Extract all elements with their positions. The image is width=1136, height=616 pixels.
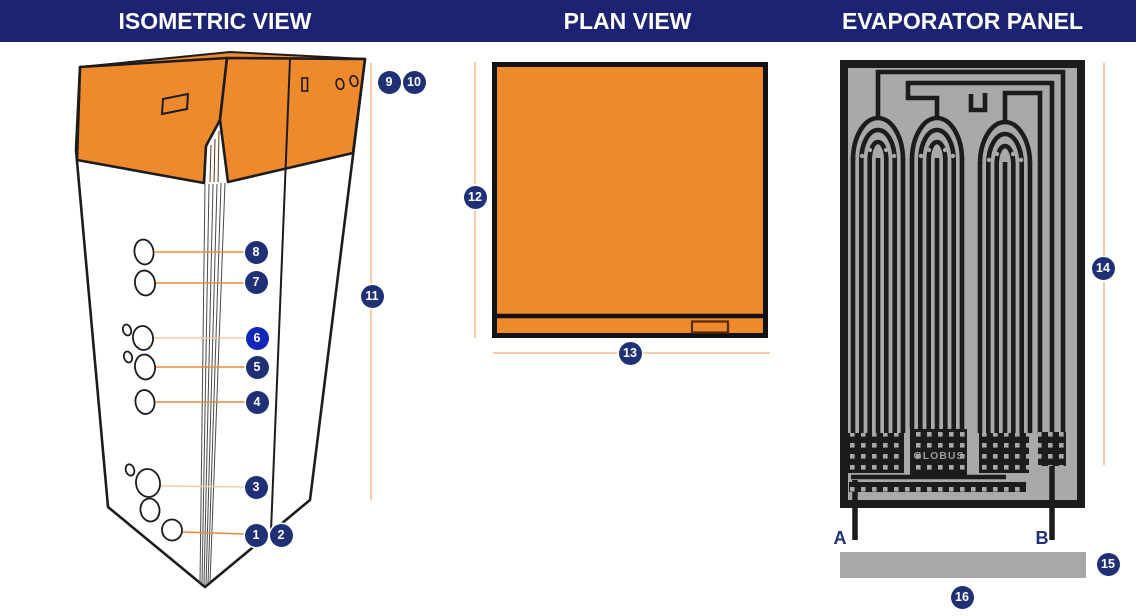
hood-creases	[209, 130, 220, 183]
tube-cluster-middle	[905, 80, 1055, 434]
cabinet-hood-left	[75, 56, 229, 185]
callout-badge-1: 1	[244, 523, 268, 547]
tube-clusters	[850, 69, 1066, 540]
callout-badge-6: 6	[245, 326, 269, 350]
port-a-label: A	[834, 528, 847, 548]
plan-view-drawing	[474, 62, 770, 354]
tube-cluster-left	[850, 69, 1066, 434]
callout-badge-11: 11	[360, 284, 384, 308]
callout-badge-14: 14	[1091, 256, 1115, 280]
section-title-plan-view: PLAN VIEW	[563, 7, 692, 34]
evaporator-brand-text: GLOBUS	[914, 450, 965, 462]
callout-badge-10: 10	[402, 70, 426, 94]
right-panel-divider	[270, 58, 291, 532]
callout-badge-12: 12	[463, 185, 487, 209]
hood-slot	[301, 77, 309, 92]
section-title-evaporator-panel: EVAPORATOR PANEL	[841, 7, 1084, 34]
front-seam-lines	[199, 182, 226, 586]
header-bar: ISOMETRIC VIEW PLAN VIEW EVAPORATOR PANE…	[0, 0, 1136, 42]
left-face-holes	[121, 238, 183, 542]
leader-lines	[154, 251, 247, 535]
callout-badge-2: 2	[269, 523, 293, 547]
hood-hole-right	[349, 74, 359, 88]
hood-hole-left	[335, 77, 345, 91]
callout-badge-13: 13	[618, 341, 642, 365]
evaporator-drawing: GLOBUS A B	[834, 60, 1105, 578]
display-window	[160, 92, 190, 116]
evaporator-header-blocks	[848, 429, 1066, 492]
isometric-cabinet	[74, 50, 372, 589]
callout-badge-7: 7	[244, 270, 268, 294]
callout-badge-8: 8	[244, 240, 268, 264]
drip-tray-bar	[840, 552, 1086, 578]
callout-badge-4: 4	[245, 390, 269, 414]
tube-cluster-right	[968, 90, 1043, 434]
port-b-label: B	[1036, 528, 1049, 548]
cabinet-hood-right	[218, 56, 367, 184]
callout-badge-16: 16	[950, 585, 974, 609]
callout-badge-15: 15	[1096, 552, 1120, 576]
callout-badge-3: 3	[244, 475, 268, 499]
section-title-isometric-view: ISOMETRIC VIEW	[118, 7, 312, 34]
callout-badge-9: 9	[377, 70, 401, 94]
callout-badge-5: 5	[245, 355, 269, 379]
plan-small-rect	[690, 320, 730, 334]
tube-junction-dots	[859, 134, 1024, 163]
plan-outline	[492, 62, 768, 338]
